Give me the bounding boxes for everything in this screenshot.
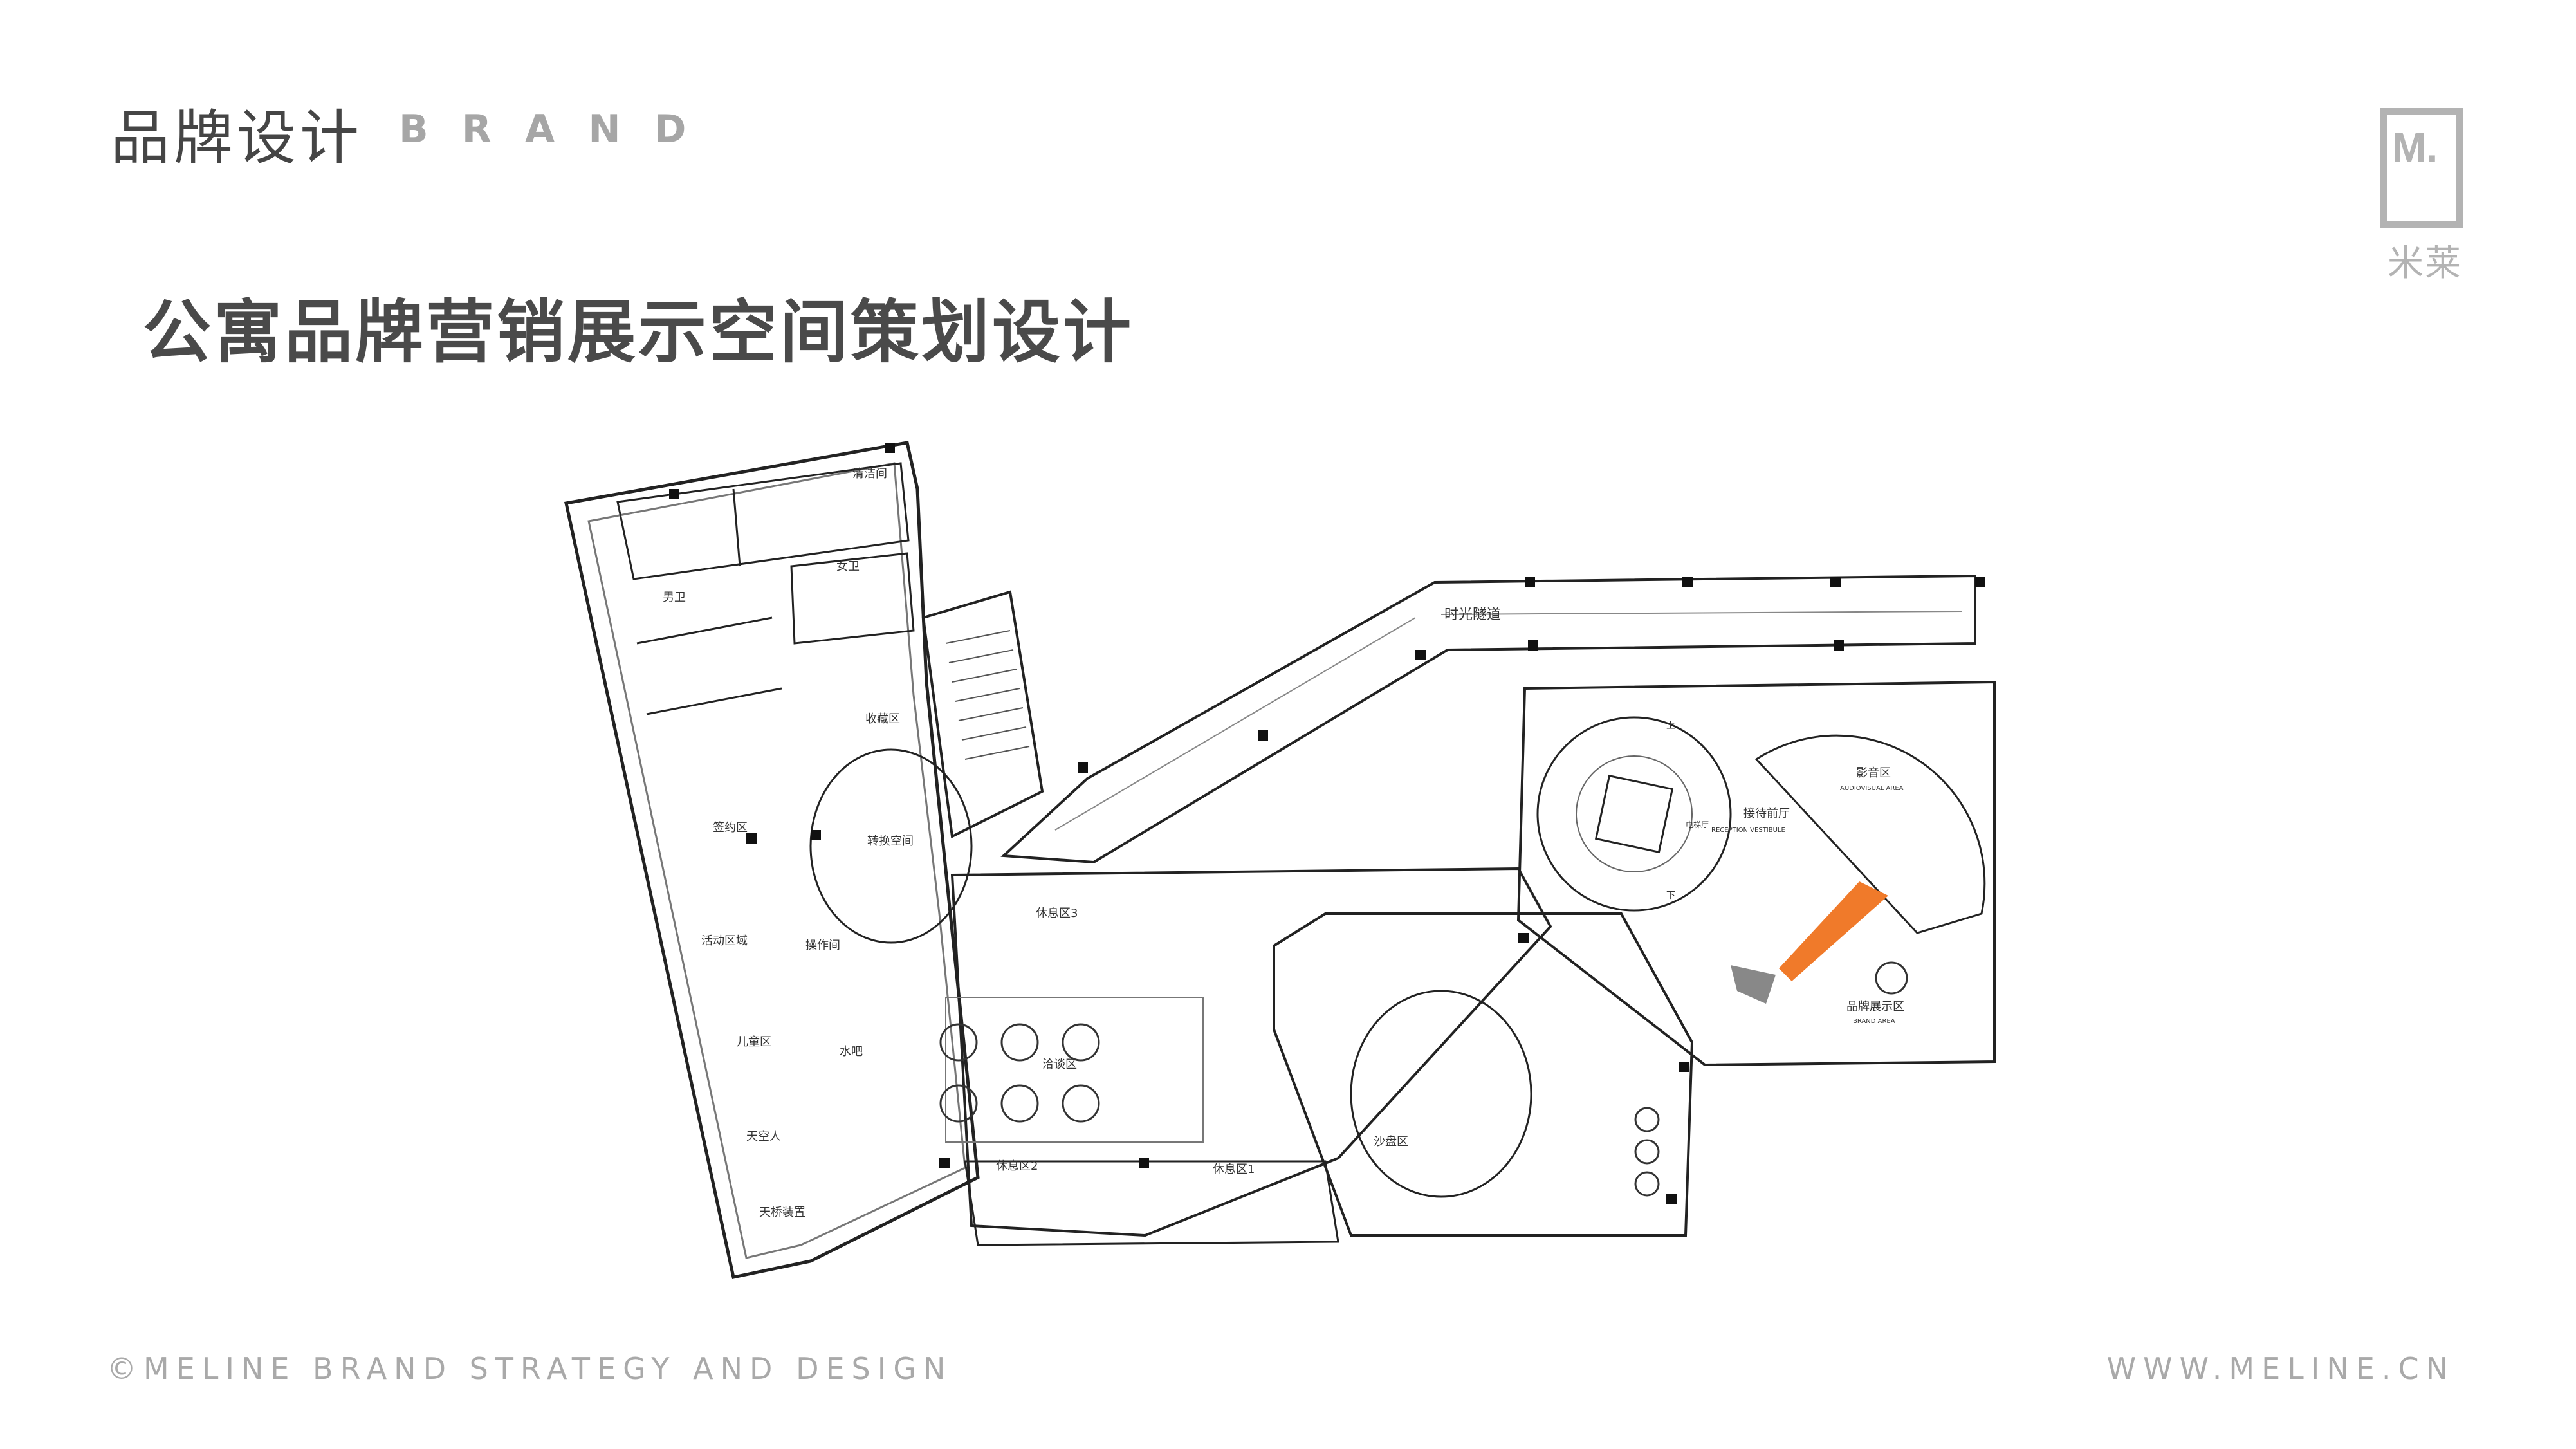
label-sand-table: 沙盘区 — [1374, 1135, 1408, 1149]
label-brand-area: 品牌展示区 — [1846, 1000, 1904, 1013]
sand-table-hall — [1273, 912, 1694, 1237]
plan-labels: 清洁间 男卫 女卫 收藏区 签约区 转换空间 时光隧道 休息区3 休息区2 休息… — [663, 467, 1904, 1219]
time-tunnel-corridor — [1000, 574, 1976, 864]
label-sky: 天空人 — [746, 1130, 781, 1143]
logo-name: 米莱 — [2377, 234, 2473, 286]
label-lift-hall: 电梯厅 — [1686, 820, 1709, 829]
brand-logo: M. 米莱 — [2377, 108, 2473, 286]
restroom-female — [790, 552, 915, 645]
label-female-toilet: 女卫 — [836, 560, 860, 573]
label-salon: 洽谈区 — [1042, 1058, 1077, 1071]
label-device: 天桥装置 — [759, 1206, 805, 1219]
label-cinema-en: AUDIOVISUAL AREA — [1840, 785, 1904, 792]
label-washroom: 清洁间 — [852, 467, 887, 481]
label-down: 下 — [1666, 891, 1675, 901]
stair-treads — [945, 630, 1030, 760]
left-wing-inner — [587, 462, 966, 1259]
label-transition: 转换空间 — [867, 835, 914, 848]
stair-block — [921, 590, 1044, 839]
section-title-cn: 品牌设计 — [111, 104, 363, 172]
sand-table-model — [1350, 990, 1532, 1198]
right-wing — [1516, 680, 1996, 1067]
label-water-bar: 水吧 — [840, 1045, 863, 1058]
label-rest1: 休息区1 — [1213, 1163, 1255, 1176]
logo-frame — [2380, 108, 2463, 228]
toilet-block — [616, 462, 910, 580]
footer-copyright: ©MELINE BRAND STRATEGY AND DESIGN — [107, 1351, 953, 1386]
footer-url[interactable]: WWW.MELINE.CN — [2106, 1351, 2455, 1386]
spiral-stair — [1536, 716, 1732, 912]
label-cinema: 影音区 — [1856, 766, 1891, 780]
transition-space — [809, 748, 973, 944]
logo-mark: M. — [2392, 124, 2438, 171]
label-time-tunnel: 时光隧道 — [1444, 607, 1501, 623]
label-rest3: 休息区3 — [1036, 907, 1078, 920]
label-brand-area-en: BRAND AREA — [1853, 1018, 1895, 1025]
page-title: 公寓品牌营销展示空间策划设计 — [143, 293, 1134, 372]
label-activity: 活动区域 — [701, 934, 748, 948]
central-hall — [950, 867, 1552, 1237]
cinema-area — [1754, 734, 1986, 934]
label-male-toilet: 男卫 — [663, 591, 686, 604]
label-meeting: 签约区 — [713, 821, 748, 835]
label-storage: 收藏区 — [865, 712, 900, 726]
label-operation: 操作间 — [805, 939, 840, 952]
label-rest2: 休息区2 — [996, 1159, 1038, 1173]
left-wing-outline — [564, 441, 980, 1279]
columns — [669, 443, 1985, 1204]
label-reception-en: RECEPTION VESTIBULE — [1711, 827, 1785, 834]
brand-feature-wall — [1779, 881, 1888, 981]
round-tables — [939, 961, 1908, 1197]
label-up: 上 — [1666, 721, 1675, 731]
label-reception: 接待前厅 — [1743, 807, 1790, 820]
label-kids: 儿童区 — [737, 1035, 771, 1049]
rest-area-strip — [964, 1160, 1339, 1246]
section-title-en: BRAND — [399, 107, 720, 152]
